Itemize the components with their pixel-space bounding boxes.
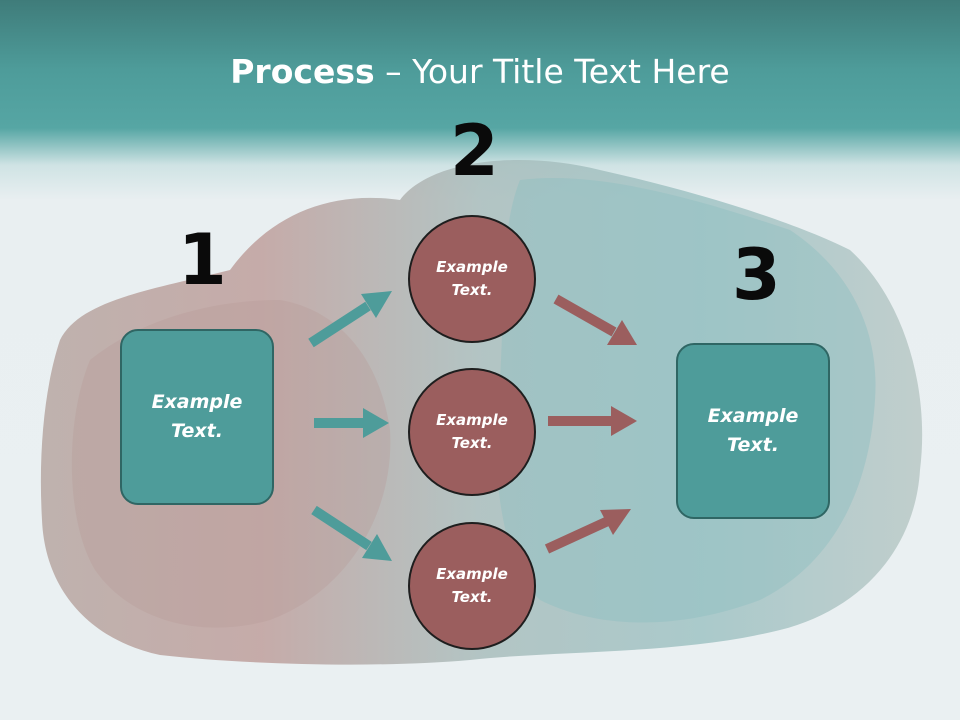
step-number-2: 2 <box>450 110 499 192</box>
arrow-teal-up <box>308 291 392 348</box>
arrow-brown-down <box>553 294 637 345</box>
arrow-brown-up <box>544 509 631 554</box>
circle-text-bottom: Example Text. <box>436 565 508 606</box>
process-circle-top: Example Text. <box>408 215 536 343</box>
title-bold: Process <box>230 52 375 91</box>
left-process-box: Example Text. <box>120 329 274 505</box>
step-number-3: 3 <box>732 234 781 316</box>
title-rest: – Your Title Text Here <box>374 52 730 91</box>
circle-text-middle: Example Text. <box>436 411 508 452</box>
arrow-brown-right <box>548 406 637 436</box>
circle-text-top: Example Text. <box>436 258 508 299</box>
arrow-teal-down <box>311 505 392 561</box>
arrow-teal-right <box>314 408 389 438</box>
left-box-text: Example Text. <box>151 391 243 442</box>
process-circle-bottom: Example Text. <box>408 522 536 650</box>
slide-title: Process – Your Title Text Here <box>0 52 960 91</box>
step-number-1: 1 <box>178 219 227 301</box>
process-circle-middle: Example Text. <box>408 368 536 496</box>
right-box-text: Example Text. <box>707 405 799 456</box>
right-process-box: Example Text. <box>676 343 830 519</box>
